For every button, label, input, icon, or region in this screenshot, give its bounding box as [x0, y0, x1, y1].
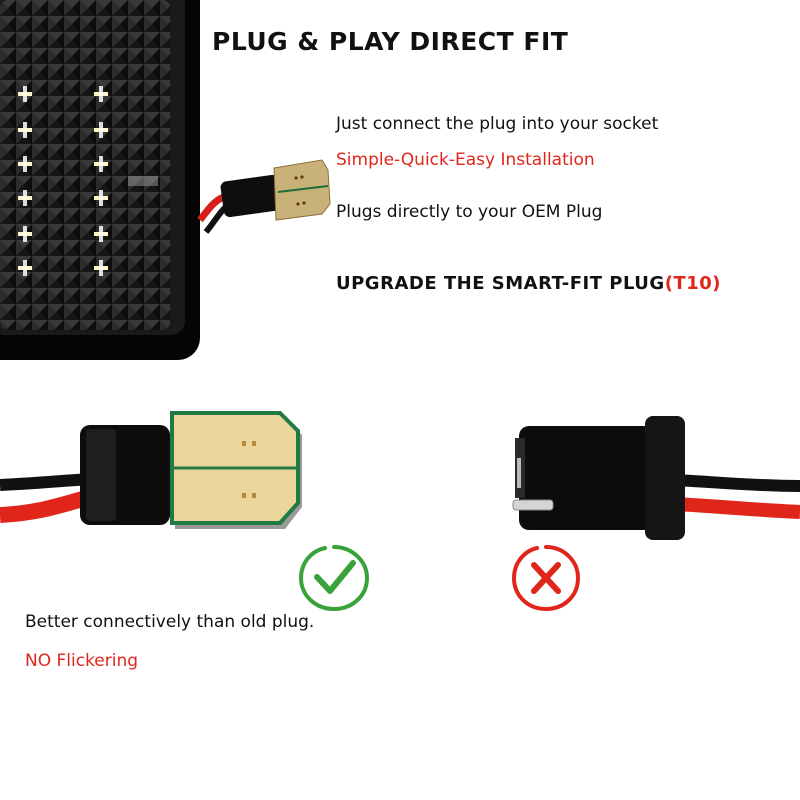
feature-line-2: Simple-Quick-Easy Installation — [336, 150, 595, 170]
benefit-text: Better connectively than old plug. — [25, 612, 315, 632]
cross-icon — [511, 545, 581, 612]
page-title: PLUG & PLAY DIRECT FIT — [212, 27, 569, 56]
led-lamp-image — [0, 0, 200, 360]
no-flicker-text: NO Flickering — [25, 651, 139, 671]
upgrade-heading: UPGRADE THE SMART-FIT PLUG(T10) — [336, 273, 721, 294]
feature-line-1: Just connect the plug into your socket — [336, 114, 659, 134]
t10-plug-small-image — [197, 159, 331, 234]
smart-fit-plug-image — [0, 411, 302, 529]
feature-line-3: Plugs directly to your OEM Plug — [336, 202, 603, 222]
upgrade-text: UPGRADE THE SMART-FIT PLUG — [336, 273, 665, 294]
old-plug-image — [512, 416, 800, 540]
check-icon — [298, 545, 370, 612]
upgrade-highlight: (T10) — [664, 273, 721, 294]
